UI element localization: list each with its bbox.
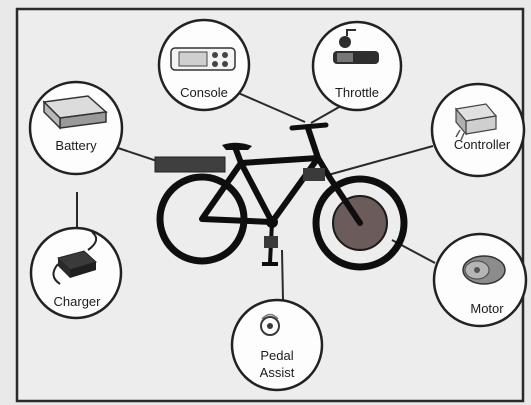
controller-box xyxy=(303,168,325,181)
battery-pack xyxy=(155,157,225,172)
node-battery: Battery xyxy=(30,82,122,174)
pedal xyxy=(262,262,278,266)
node-console: Console xyxy=(159,20,249,110)
label-console: Console xyxy=(180,85,228,100)
console-icon xyxy=(171,48,235,70)
label-charger: Charger xyxy=(54,294,102,309)
handlebar xyxy=(292,125,326,128)
pedal-sensor xyxy=(264,236,278,248)
label-battery: Battery xyxy=(55,138,97,153)
label-assist: Assist xyxy=(260,365,295,380)
node-motor: Motor xyxy=(434,234,526,326)
label-pedal: Pedal xyxy=(260,348,293,363)
label-throttle: Throttle xyxy=(335,85,379,100)
node-controller: Controller xyxy=(432,84,524,176)
label-motor: Motor xyxy=(470,301,504,316)
node-charger: Charger xyxy=(31,228,121,318)
node-pedal-assist: Pedal Assist xyxy=(232,300,322,390)
motor-icon xyxy=(463,256,505,284)
node-throttle: Throttle xyxy=(313,22,401,110)
label-controller: Controller xyxy=(454,137,511,152)
